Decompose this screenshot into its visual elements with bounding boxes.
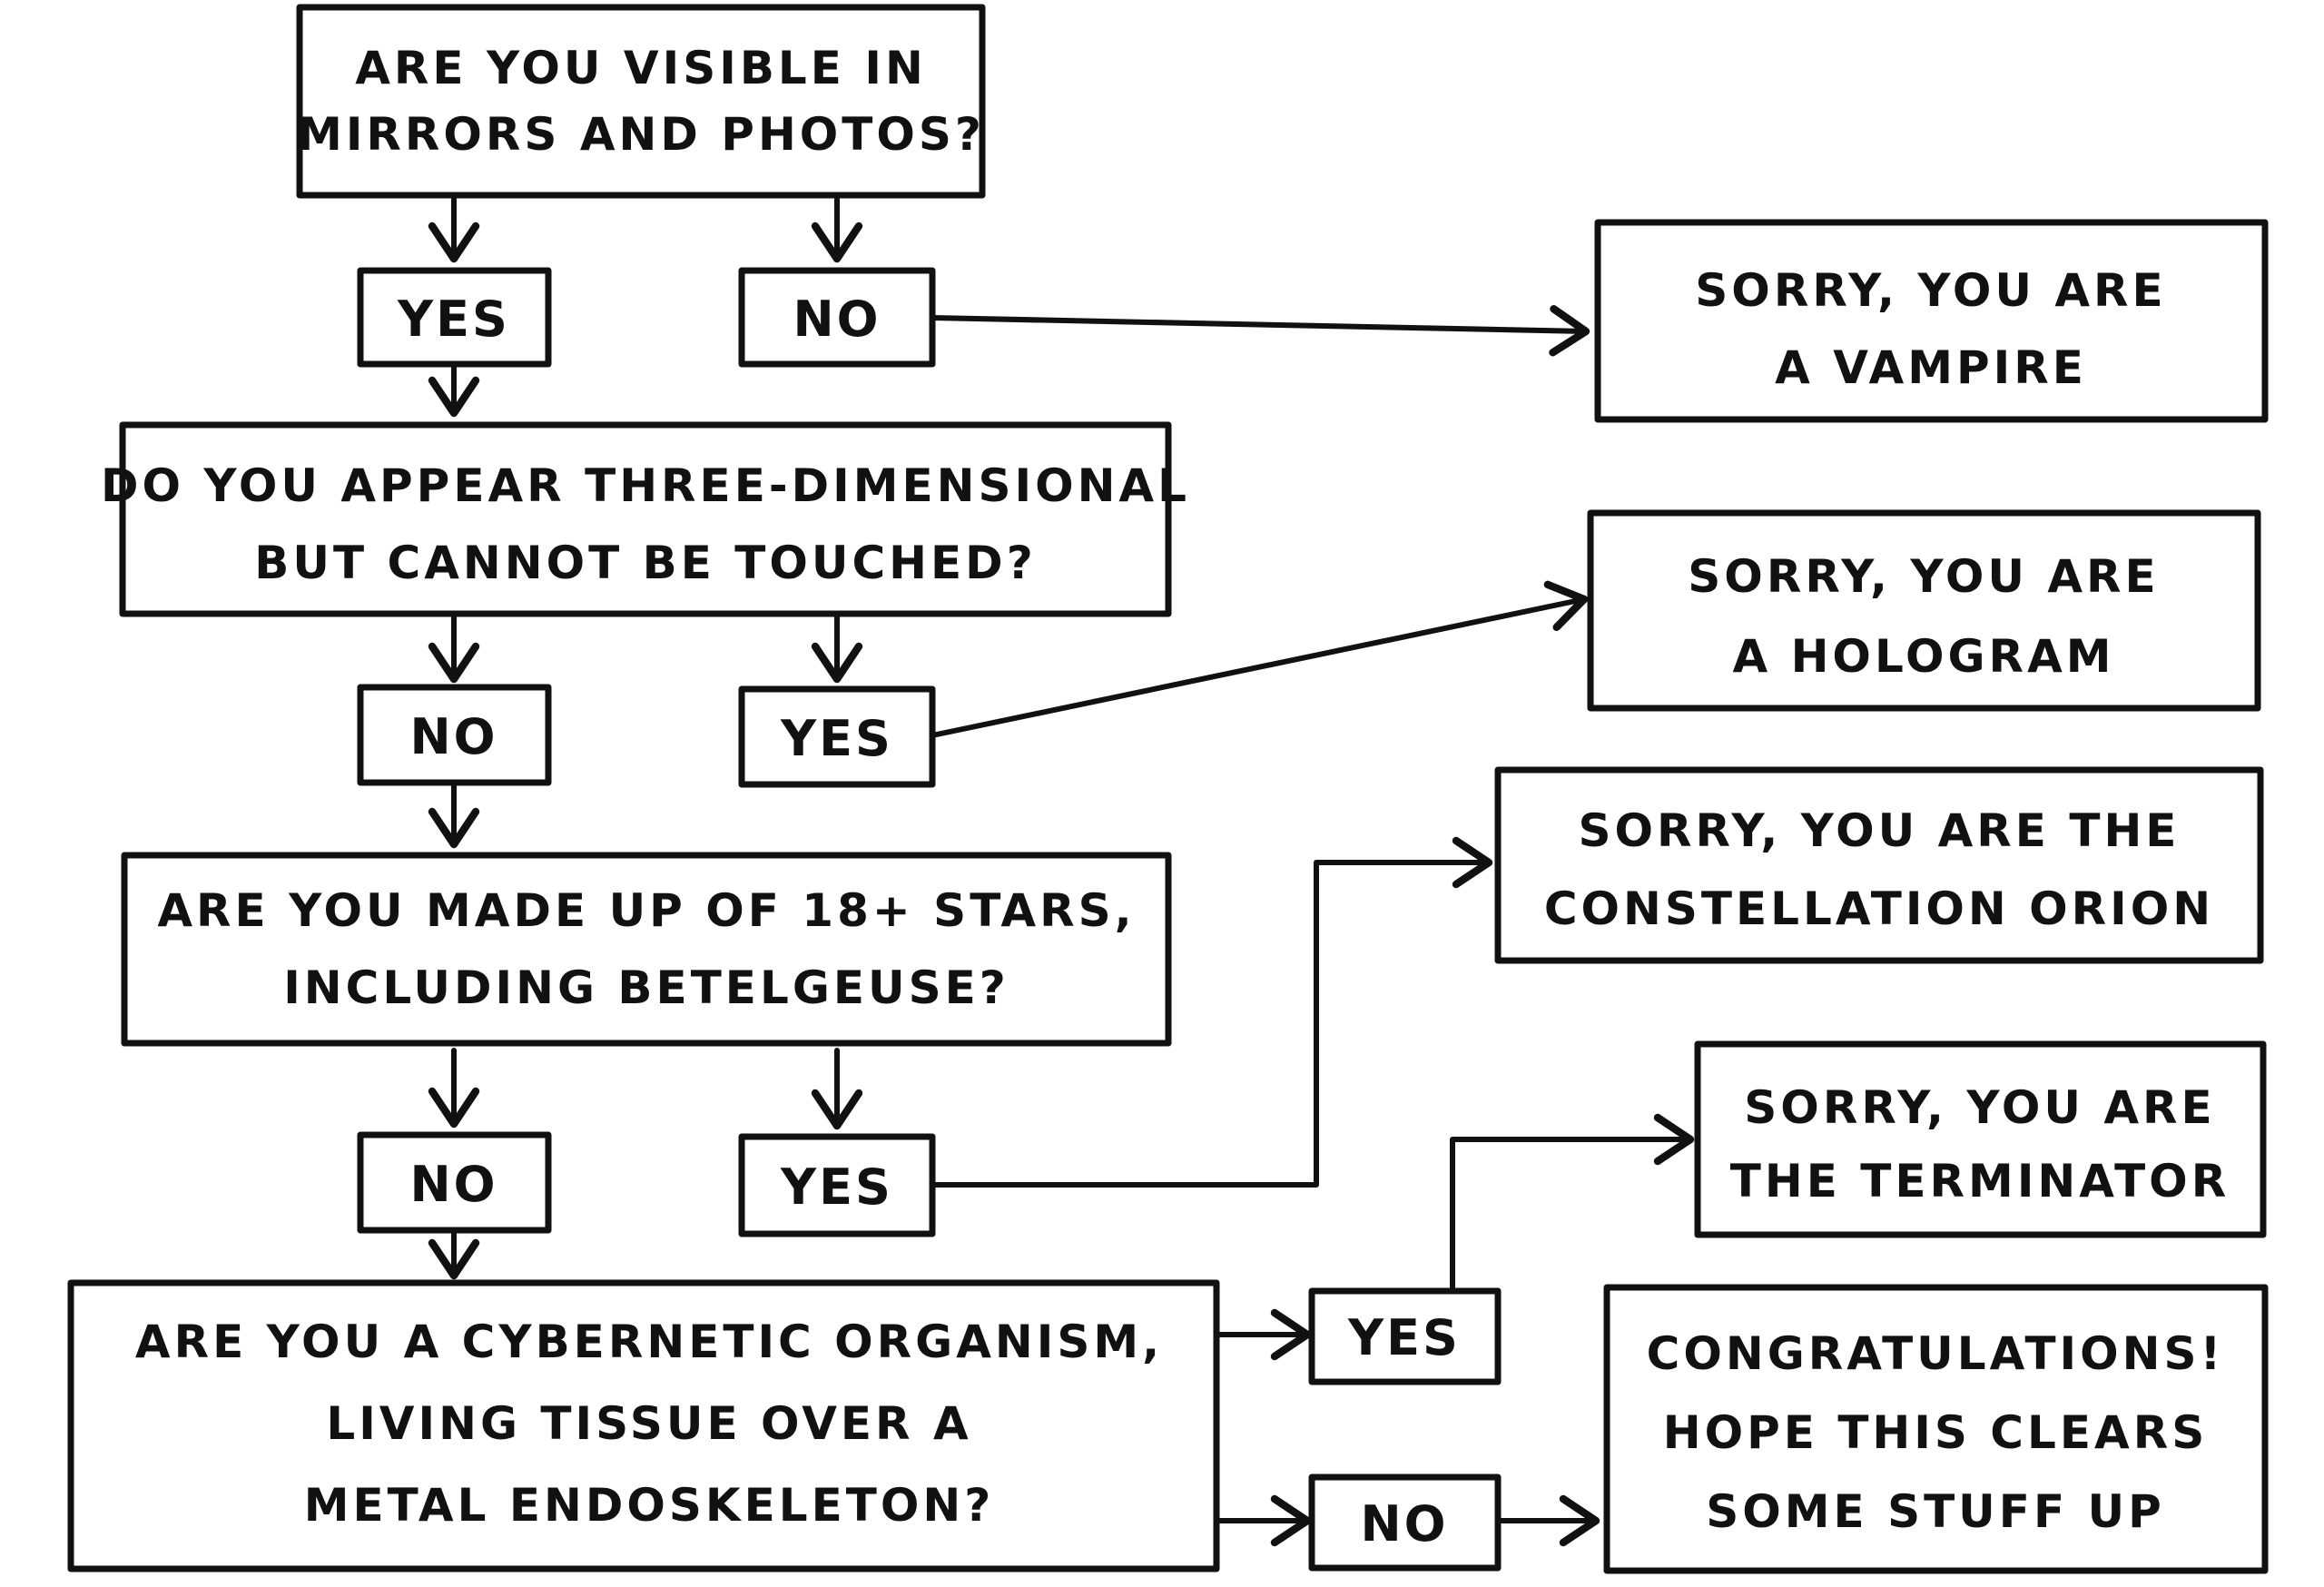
answer-q4-yes: YES — [1308, 1287, 1502, 1385]
answer-q3-yes: YES — [738, 1133, 936, 1237]
svg-text:YES: YES — [1347, 1309, 1461, 1366]
outcome-vampire: SORRY, YOU ARE A VAMPIRE — [1594, 219, 2269, 423]
edge-yes-hologram — [930, 580, 1589, 738]
outcome-terminator-line-2: THE TERMINATOR — [1730, 1155, 2230, 1208]
outcome-hologram-line-2: A HOLOGRAM — [1732, 630, 2114, 683]
svg-text:YES: YES — [780, 710, 893, 767]
svg-text:YES: YES — [397, 291, 510, 348]
outcome-vampire-line-1: SORRY, YOU ARE — [1695, 264, 2166, 317]
edge-yes-orion — [930, 836, 1493, 1188]
question-4-line-2: LIVING TISSUE OVER A — [326, 1397, 971, 1450]
svg-text:NO: NO — [409, 708, 497, 765]
question-3: ARE YOU MADE UP OF 18+ STARS, INCLUDING … — [121, 852, 1172, 1047]
edge-no-vampire — [930, 305, 1590, 357]
outcome-hologram: SORRY, YOU ARE A HOLOGRAM — [1587, 509, 2261, 712]
outcome-terminator: SORRY, YOU ARE THE TERMINATOR — [1694, 1040, 2267, 1238]
answer-q4-no: NO — [1308, 1474, 1502, 1572]
answer-q2-no: NO — [357, 684, 552, 786]
question-4: ARE YOU A CYBERNETIC ORGANISM, LIVING TI… — [67, 1279, 1220, 1572]
answer-q1-no: NO — [738, 267, 936, 368]
svg-text:NO: NO — [409, 1156, 497, 1213]
question-3-line-2: INCLUDING BETELGEUSE? — [283, 961, 1009, 1014]
question-2: DO YOU APPEAR THREE-DIMENSIONAL BUT CANN… — [101, 421, 1190, 617]
svg-text:NO: NO — [1360, 1495, 1448, 1552]
question-4-line-1: ARE YOU A CYBERNETIC ORGANISM, — [135, 1316, 1163, 1368]
edges — [428, 192, 1695, 1547]
svg-text:NO: NO — [793, 291, 881, 348]
question-2-line-1: DO YOU APPEAR THREE-DIMENSIONAL — [101, 459, 1190, 512]
outcome-congratulations-line-3: SOME STUFF UP — [1706, 1485, 2165, 1538]
answer-q1-yes: YES — [357, 267, 552, 368]
outcome-congratulations: CONGRATULATIONS! HOPE THIS CLEARS SOME S… — [1603, 1284, 2269, 1574]
outcome-congratulations-line-2: HOPE THIS CLEARS — [1663, 1406, 2208, 1459]
edge-yes-terminator — [1450, 1113, 1695, 1292]
outcome-orion-line-2: CONSTELLATION ORION — [1544, 882, 2214, 935]
question-1-line-1: ARE YOU VISIBLE IN — [355, 42, 927, 94]
answer-q3-no: NO — [357, 1131, 552, 1234]
question-1-line-2: MIRRORS AND PHOTOS? — [297, 108, 985, 161]
question-3-line-1: ARE YOU MADE UP OF 18+ STARS, — [157, 884, 1135, 937]
question-1: ARE YOU VISIBLE IN MIRRORS AND PHOTOS? — [296, 4, 986, 199]
question-2-line-2: BUT CANNOT BE TOUCHED? — [254, 537, 1036, 589]
outcome-hologram-line-1: SORRY, YOU ARE — [1688, 550, 2159, 603]
outcome-orion: SORRY, YOU ARE THE CONSTELLATION ORION — [1494, 766, 2264, 964]
outcome-orion-line-1: SORRY, YOU ARE THE — [1579, 804, 2181, 857]
question-4-line-3: METAL ENDOSKELETON? — [304, 1479, 995, 1532]
outcome-congratulations-line-1: CONGRATULATIONS! — [1647, 1327, 2225, 1380]
outcome-terminator-line-1: SORRY, YOU ARE — [1744, 1081, 2215, 1134]
answer-q2-yes: YES — [738, 685, 936, 788]
outcome-vampire-line-2: A VAMPIRE — [1775, 341, 2087, 394]
svg-text:YES: YES — [780, 1158, 893, 1216]
